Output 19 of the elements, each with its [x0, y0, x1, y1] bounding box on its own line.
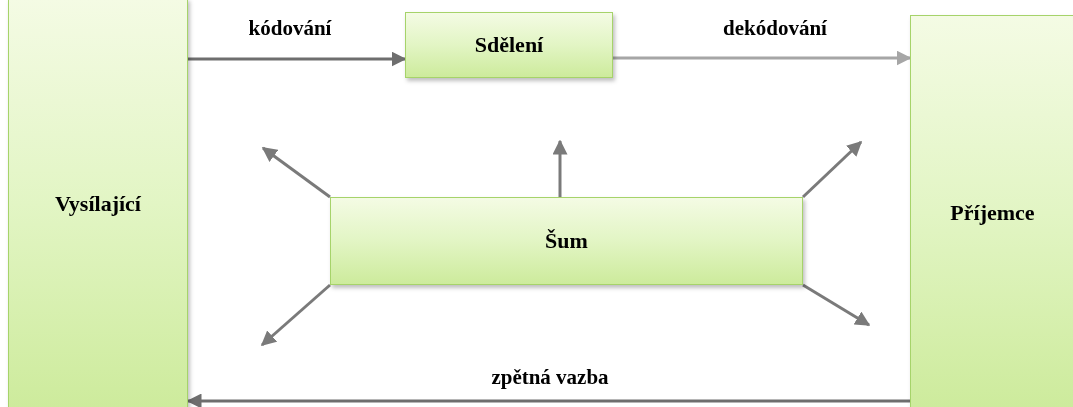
arrow: [613, 50, 912, 66]
arrow: [552, 139, 568, 197]
arrow: [801, 140, 863, 199]
process-box: [8, 0, 188, 407]
arrow: [188, 51, 407, 67]
edge-label: kódování: [248, 16, 332, 41]
node-label: Šum: [545, 228, 588, 254]
process-box: [330, 197, 803, 285]
node-label: Vysílající: [55, 191, 141, 217]
process-box: [405, 12, 613, 78]
node-label: Sdělení: [474, 32, 544, 58]
arrow: [261, 146, 331, 199]
arrow: [802, 283, 871, 327]
process-box: [910, 15, 1073, 407]
arrow: [186, 393, 910, 407]
node-label: Příjemce: [950, 199, 1035, 226]
edge-label: dekódování: [723, 16, 827, 41]
edge-label: zpětná vazba: [491, 365, 609, 390]
arrow: [260, 283, 331, 347]
